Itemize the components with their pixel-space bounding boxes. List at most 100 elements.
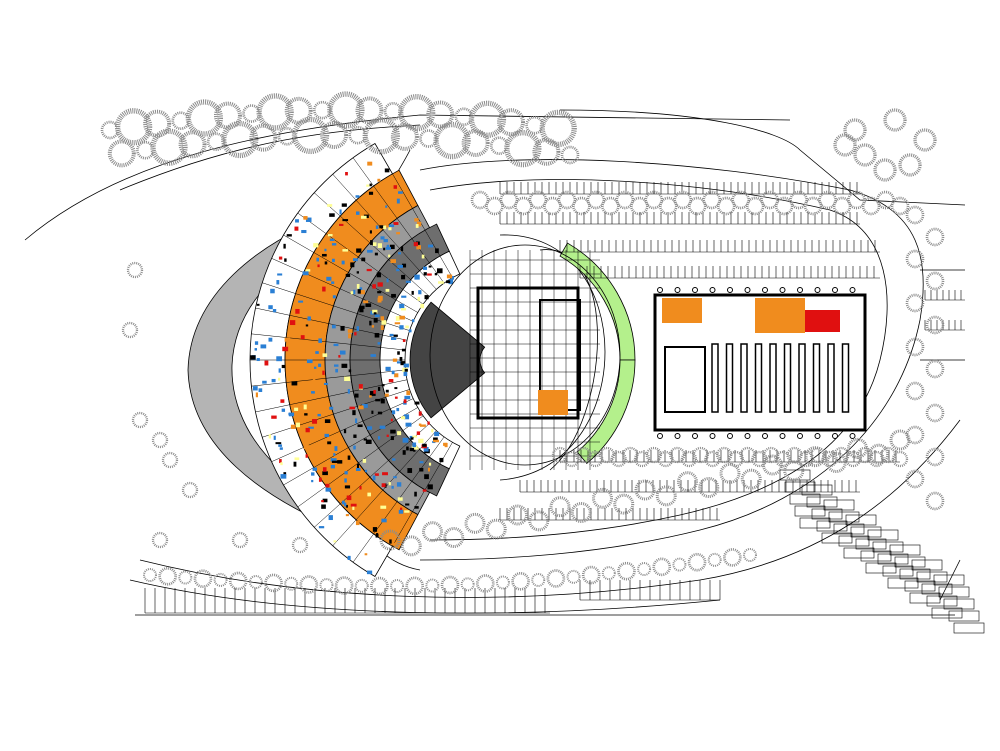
- room-detail: [384, 524, 388, 530]
- parking-stall: [806, 496, 838, 508]
- tree-symbol: [107, 139, 136, 168]
- tree-symbol: [613, 493, 635, 515]
- site-ellipse: [429, 244, 621, 466]
- room-detail: [337, 463, 344, 467]
- room-detail: [311, 479, 314, 483]
- room-detail: [400, 246, 404, 251]
- tree-symbol: [586, 190, 606, 210]
- hall-stand: [711, 343, 719, 413]
- room-detail: [380, 325, 384, 331]
- room-detail: [388, 227, 392, 231]
- room-detail: [331, 460, 338, 463]
- tree-symbol: [470, 190, 490, 210]
- tree-symbol: [804, 446, 826, 468]
- room-detail: [324, 419, 331, 424]
- tree-symbol: [853, 143, 877, 167]
- parking-stall: [926, 595, 958, 607]
- tree-symbol: [499, 190, 519, 210]
- room-detail: [404, 510, 410, 513]
- room-detail: [250, 355, 256, 360]
- room-detail: [344, 376, 351, 381]
- room-detail: [393, 476, 397, 479]
- room-detail: [406, 446, 409, 451]
- room-detail: [271, 415, 277, 419]
- room-detail: [419, 467, 424, 472]
- column-grid-marker: [709, 287, 716, 293]
- parking-stall: [867, 529, 899, 541]
- room-detail: [434, 272, 438, 276]
- room-detail: [281, 408, 286, 412]
- room-detail: [377, 342, 381, 345]
- tree-symbol: [615, 190, 635, 210]
- room-detail: [375, 225, 379, 229]
- tree-symbol: [151, 431, 169, 449]
- room-detail: [344, 502, 347, 507]
- room-detail: [312, 467, 318, 471]
- room-detail: [375, 210, 378, 215]
- room-detail: [420, 303, 424, 309]
- room-detail: [428, 265, 432, 268]
- tree-symbol: [425, 578, 440, 593]
- room-detail: [324, 261, 328, 265]
- room-detail: [347, 455, 351, 460]
- room-detail: [395, 316, 400, 321]
- parking-stall: [784, 481, 816, 493]
- parking-stall: [855, 538, 887, 550]
- road-line: [499, 234, 606, 481]
- room-detail: [350, 291, 354, 295]
- parking-stall: [916, 571, 948, 583]
- room-detail: [400, 361, 406, 366]
- room-detail: [384, 393, 389, 397]
- room-detail: [358, 405, 364, 410]
- room-detail: [381, 320, 387, 325]
- room-detail: [389, 180, 395, 183]
- tree-symbol: [213, 572, 228, 587]
- tree-symbols: [100, 91, 945, 596]
- room-detail: [419, 461, 424, 464]
- tree-symbol: [925, 315, 945, 335]
- room-detail: [399, 356, 403, 361]
- room-detail: [341, 500, 345, 505]
- room-detail: [349, 406, 355, 410]
- room-detail: [381, 518, 387, 523]
- tree-symbol: [228, 571, 248, 591]
- room-detail: [374, 473, 379, 476]
- column-grid-marker: [814, 287, 821, 293]
- room-detail: [384, 168, 390, 173]
- tree-symbol: [461, 128, 490, 157]
- room-detail: [369, 230, 372, 234]
- room-detail: [342, 249, 349, 252]
- parking-stall: [865, 562, 897, 574]
- tree-symbol: [925, 359, 945, 379]
- hall-service-block: [664, 346, 706, 413]
- room-detail: [423, 266, 428, 270]
- room-detail: [396, 198, 400, 204]
- room-detail: [284, 258, 287, 262]
- tree-symbol: [560, 145, 580, 165]
- room-detail: [348, 369, 352, 373]
- room-detail: [364, 553, 368, 556]
- room-detail: [280, 399, 285, 403]
- room-detail: [433, 437, 438, 442]
- room-detail: [358, 384, 363, 389]
- tree-symbol: [178, 570, 193, 585]
- green-band: [576, 359, 636, 464]
- room-detail: [304, 413, 308, 416]
- hall-stand: [725, 343, 734, 413]
- room-detail: [385, 288, 390, 292]
- room-detail: [390, 418, 393, 422]
- room-detail: [415, 224, 419, 228]
- room-detail: [409, 447, 415, 452]
- room-detail: [324, 433, 330, 437]
- room-detail: [353, 289, 356, 295]
- room-detail: [405, 325, 409, 329]
- room-detail: [324, 248, 327, 252]
- tree-symbol: [312, 100, 332, 120]
- room-detail: [394, 396, 398, 399]
- room-detail: [374, 314, 380, 318]
- room-detail: [416, 245, 421, 250]
- exhibition-hall: [653, 287, 867, 439]
- room-detail: [333, 343, 339, 347]
- room-detail: [405, 503, 410, 506]
- room-detail: [264, 360, 269, 366]
